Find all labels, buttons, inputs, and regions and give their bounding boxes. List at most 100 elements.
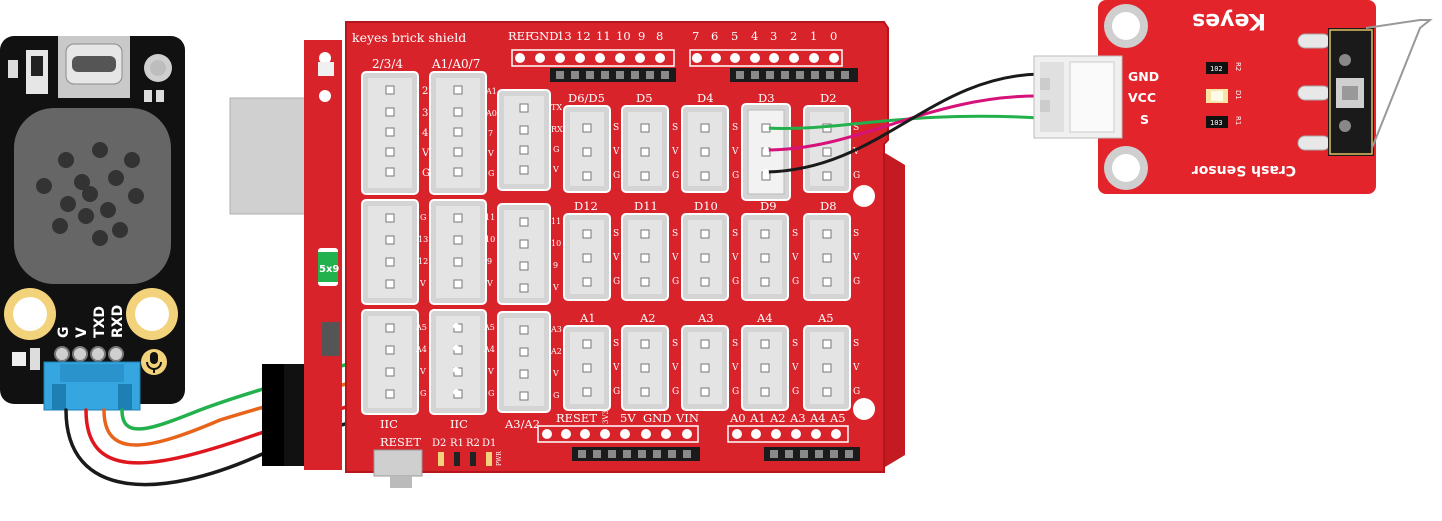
bottom-pin-a2: A2 <box>769 411 786 425</box>
port-txrx-pin-tx: TX <box>551 103 562 112</box>
port-a1a07: A1 A0 7 V G <box>429 71 497 195</box>
port-234-pin-3: 3 <box>422 108 428 119</box>
bottom-pin-3v3: 3V3 <box>602 410 610 424</box>
top-pin-gnd: GND <box>530 29 558 43</box>
port-iic-1: A5 A4 V G <box>361 309 427 415</box>
row1-p1-s: S <box>613 123 619 133</box>
top-pin-8: 8 <box>656 29 663 43</box>
r2c2-pin-10: 10 <box>485 235 495 244</box>
row3-label-a4: A4 <box>756 311 773 325</box>
port-a1a07-pin-v: V <box>487 149 494 158</box>
smd-part <box>30 348 40 370</box>
port-row2-col1: G 13 12 V <box>361 199 428 305</box>
row2-p5-v: V <box>852 253 860 263</box>
row2-p1-v: V <box>612 253 620 263</box>
iic2-pin-g: G <box>488 389 494 398</box>
row1-p1-v: V <box>612 147 620 157</box>
base-header <box>322 322 340 356</box>
bottom-label-iic-2: IIC <box>450 417 468 431</box>
row2-label-d9: D9 <box>760 199 777 213</box>
port-txrx: TX RX G V <box>497 89 563 191</box>
bottom-label-a3a2: A3/A2 <box>504 417 540 431</box>
iic1-pin-v: V <box>419 367 426 376</box>
port-234-pin-4: 4 <box>422 128 428 139</box>
port-txrx-pin-rx: RX <box>551 125 563 134</box>
reset-button[interactable] <box>373 449 423 488</box>
wire-sensor-black <box>764 72 1042 174</box>
label-r2: R2 <box>1234 62 1242 71</box>
r2c1-pin-13: 13 <box>418 235 428 244</box>
iic-wire-terminals <box>453 323 459 395</box>
r2c3-pin-11: 11 <box>551 217 561 226</box>
led-label-d1: D1 <box>482 438 496 449</box>
sensor-mounting-hole-top <box>1104 4 1148 48</box>
bottom-pin-a0: A0 <box>729 411 746 425</box>
iic2-pin-a5: A5 <box>483 323 495 332</box>
row2-label-d11: D11 <box>634 199 658 213</box>
row1-label-d3: D3 <box>758 91 775 105</box>
col-label-234: 2/3/4 <box>372 57 403 71</box>
sensor-pin-gnd: GND <box>1128 69 1159 84</box>
row2-p4-v: V <box>791 253 799 263</box>
top-headers <box>511 49 858 82</box>
iic2-pin-v: V <box>487 367 494 376</box>
shield-title: keyes brick shield <box>352 30 466 45</box>
row3-label-a5: A5 <box>817 311 834 325</box>
row3-p4-v: V <box>791 363 799 373</box>
row1-p5-g: G <box>853 171 860 181</box>
sensor-wires <box>764 72 1042 174</box>
top-pin-3: 3 <box>770 29 777 43</box>
r2c1-pin-12: 12 <box>418 257 428 266</box>
port-234: 2 3 4 V G <box>361 71 430 195</box>
row3-ports <box>563 325 851 411</box>
resistor-code-103: 103 <box>1210 119 1223 127</box>
row2-p2-s: S <box>672 229 678 239</box>
row3-p2-g: G <box>672 387 679 397</box>
r2c2-pin-11: 11 <box>485 213 495 222</box>
row2-p1-g: G <box>613 277 620 287</box>
sensor-brand: Keyes <box>1192 8 1266 33</box>
top-pin-0: 0 <box>830 29 837 43</box>
voice-connector <box>43 361 141 411</box>
led-row <box>438 452 492 466</box>
keyes-brick-shield: keyes brick shield REF GND 13 12 11 10 9… <box>345 21 889 488</box>
voice-pin-label-rxd: RXD <box>110 305 126 338</box>
row2-label-d10: D10 <box>694 199 718 213</box>
top-header-labels: REF GND 13 12 11 10 9 8 7 6 5 4 3 2 1 0 <box>508 29 837 43</box>
usb-c-port-icon <box>58 36 130 98</box>
bottom-pin-a1: A1 <box>749 411 766 425</box>
resistor-code-102: 102 <box>1210 65 1223 73</box>
iic2-pin-a4: A4 <box>483 345 495 354</box>
wire-sensor-green <box>764 114 1042 130</box>
sensor-pin-vcc: VCC <box>1128 90 1156 105</box>
row2-p4-g: G <box>792 277 799 287</box>
port-row2-col2: 11 10 9 V <box>429 199 495 305</box>
bottom-label-iic-1: IIC <box>380 417 398 431</box>
sensor-mounting-hole-bottom <box>1104 146 1148 190</box>
port-234-pin-2: 2 <box>422 86 428 97</box>
port-txrx-pin-g: G <box>553 145 559 154</box>
row1-p3-s: S <box>732 123 738 133</box>
iic1-pin-a4: A4 <box>415 345 427 354</box>
microphone-top-icon <box>144 54 172 102</box>
led-label-r1: R1 <box>450 438 464 449</box>
row3-label-a2: A2 <box>639 311 656 325</box>
row1-label-d5: D5 <box>636 91 653 105</box>
row2-label-d8: D8 <box>820 199 837 213</box>
r2c3-pin-v: V <box>552 283 559 292</box>
row1-p1-g: G <box>613 171 620 181</box>
microswitch <box>1297 19 1433 156</box>
iic1-pin-a5: A5 <box>415 323 427 332</box>
voice-recognition-module: G V TXD RXD <box>0 36 185 411</box>
row2-p5-s: S <box>853 229 859 239</box>
row3-p3-v: V <box>731 363 739 373</box>
row3-label-a1: A1 <box>579 311 596 325</box>
arduino-board: 5x9 <box>229 40 905 470</box>
d3-wire-terminals <box>763 125 769 175</box>
row1-p5-s: S <box>853 123 859 133</box>
row3-p3-s: S <box>732 339 738 349</box>
row1-p3-v: V <box>731 147 739 157</box>
top-pin-9: 9 <box>638 29 645 43</box>
crash-sensor-module: Keyes Crash Sensor GND VCC S 102 103 R2 … <box>1033 0 1433 194</box>
